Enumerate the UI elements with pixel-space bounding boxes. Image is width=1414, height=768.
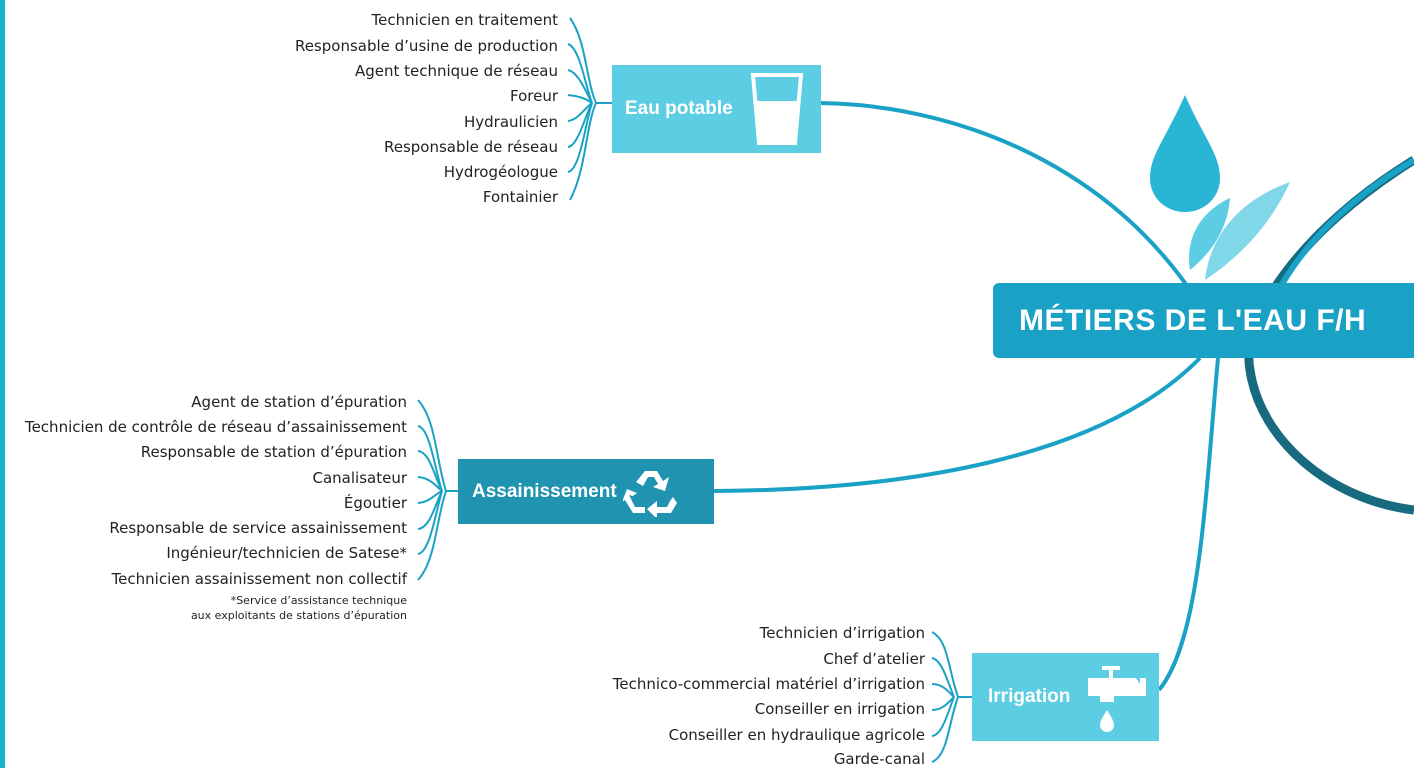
irrigation-box: Irrigation <box>972 653 1159 741</box>
eau-potable-job: Agent technique de réseau <box>354 62 558 80</box>
eau-potable-job: Technicien en traitement <box>371 11 558 29</box>
central-title-box: MÉTIERS DE L'EAU F/H <box>993 283 1414 358</box>
water-drop-leaves-icon <box>1150 95 1290 280</box>
irrigation-job: Chef d’atelier <box>823 650 925 668</box>
eau-potable-job: Hydrogéologue <box>443 163 558 181</box>
eau-potable-job: Hydraulicien <box>463 113 558 131</box>
assainissement-job: Ingénieur/technicien de Satese* <box>166 544 407 562</box>
assainissement-job: Technicien assainissement non collectif <box>111 570 407 588</box>
water-tap-icon <box>1088 666 1147 732</box>
recycle-icon <box>622 470 677 517</box>
eau-potable-job: Foreur <box>509 87 558 105</box>
irrigation-job: Conseiller en irrigation <box>754 700 925 718</box>
connector-eau-potable <box>820 101 1192 292</box>
eau-potable-job: Responsable d’usine de production <box>294 37 558 55</box>
left-accent-bar <box>0 0 5 768</box>
assainissement-job: Responsable de service assainissement <box>109 519 407 537</box>
footnote-line: *Service d’assistance technique <box>230 594 407 607</box>
central-title: MÉTIERS DE L'EAU F/H <box>1019 303 1367 337</box>
assainissement-job: Technicien de contrôle de réseau d’assai… <box>24 418 407 436</box>
connector-irrigation <box>1157 357 1220 692</box>
irrigation-job: Garde-canal <box>833 750 925 768</box>
irrigation-label: Irrigation <box>988 686 1071 707</box>
assainissement-label: Assainissement <box>472 480 617 502</box>
eau-potable-job: Responsable de réseau <box>383 138 558 156</box>
irrigation-job: Technicien d’irrigation <box>759 624 925 642</box>
assainissement-job: Responsable de station d’épuration <box>140 443 407 461</box>
eau-potable-label: Eau potable <box>625 98 733 119</box>
assainissement-footnote: *Service d’assistance technique aux expl… <box>191 593 407 623</box>
footnote-line: aux exploitants de stations d’épuration <box>190 609 407 622</box>
water-glass-icon <box>750 73 803 145</box>
eau-potable-box: Eau potable <box>612 65 821 153</box>
assainissement-job: Canalisateur <box>312 469 408 487</box>
connector-assainissement <box>713 356 1202 493</box>
assainissement-box: Assainissement <box>458 459 714 524</box>
eau-potable-job: Fontainier <box>482 188 558 206</box>
irrigation-job: Conseiller en hydraulique agricole <box>668 726 925 744</box>
assainissement-job: Agent de station d’épuration <box>191 393 407 411</box>
assainissement-job: Égoutier <box>343 494 407 512</box>
irrigation-job: Technico-commercial matériel d’irrigatio… <box>612 675 925 693</box>
